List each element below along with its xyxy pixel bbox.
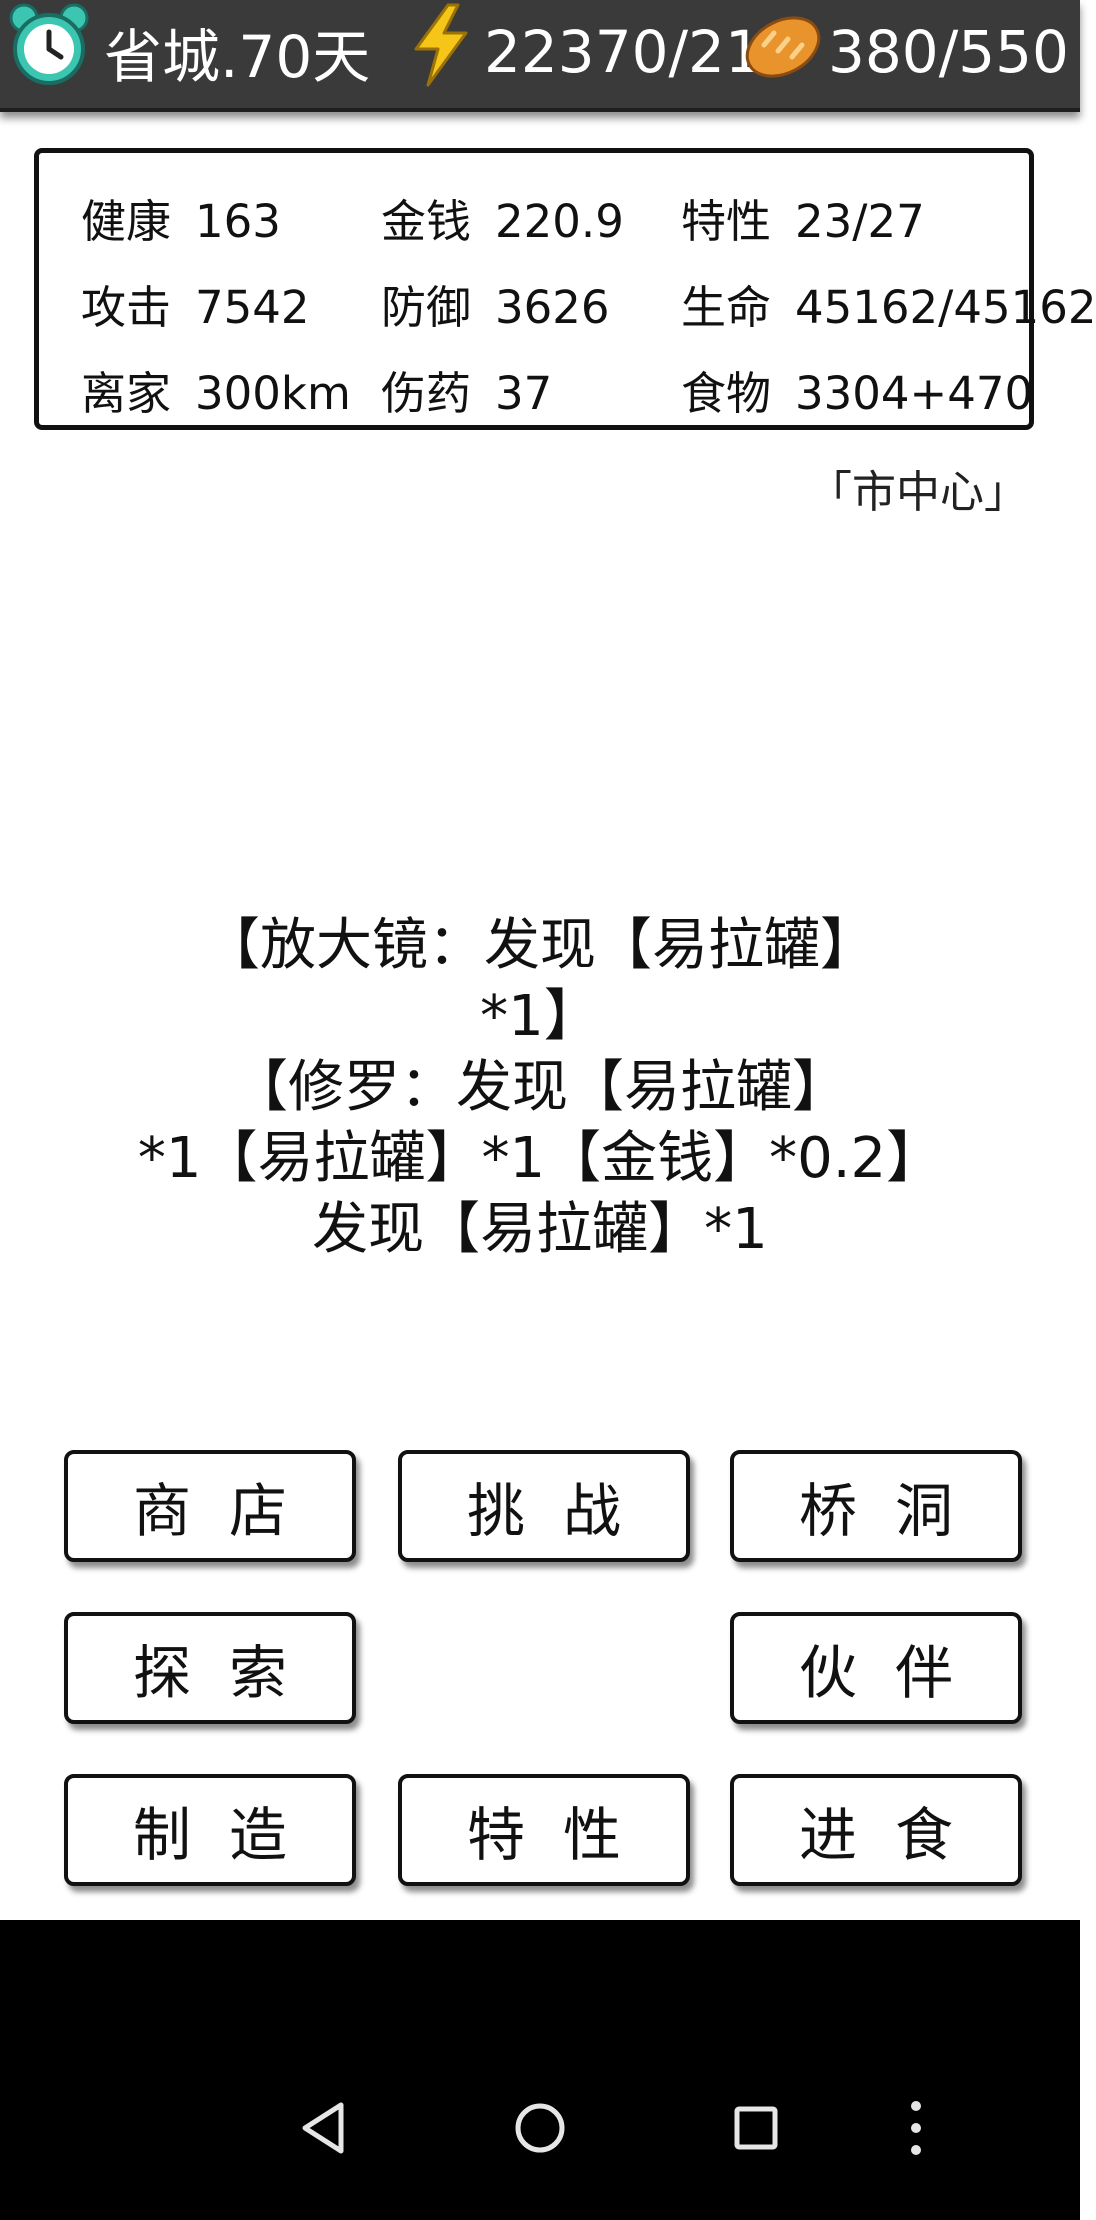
traits-button[interactable]: 特性 — [398, 1774, 690, 1886]
stat-label: 特性 — [681, 195, 772, 248]
log-line: 【放大镜：发现【易拉罐】 — [204, 913, 876, 978]
bread-icon — [740, 5, 826, 99]
stat-value: 45162/45162 — [795, 281, 1096, 334]
current-location: 「市中心」 — [808, 467, 1028, 518]
stat-label: 攻击 — [81, 281, 172, 334]
day-location-segment: 省城.70天 — [6, 0, 370, 104]
stat-health: 健康 163 — [81, 185, 281, 250]
stat-life: 生命 45162/45162 — [681, 271, 1096, 336]
stat-distance-home: 离家 300km — [81, 357, 351, 422]
eat-button[interactable]: 进食 — [730, 1774, 1022, 1886]
log-line: *1】 — [480, 984, 600, 1049]
home-icon[interactable] — [512, 2100, 568, 2160]
stat-value: 3626 — [495, 281, 610, 334]
partner-button[interactable]: 伙伴 — [730, 1612, 1022, 1724]
energy-segment: 22370/21 — [408, 0, 762, 104]
status-bar: 省城.70天 22370/21 380/550 — [0, 0, 1080, 112]
stat-defense: 防御 3626 — [381, 271, 610, 336]
stat-traits: 特性 23/27 — [681, 185, 925, 250]
stat-food: 食物 3304+470 — [681, 357, 1033, 422]
stat-value: 23/27 — [795, 195, 925, 248]
lightning-icon — [408, 3, 474, 101]
stat-label: 生命 — [681, 281, 772, 334]
shop-button[interactable]: 商店 — [64, 1450, 356, 1562]
stats-panel: 健康 163 金钱 220.9 特性 23/27 攻击 7542 防御 3626 生命 45… — [34, 148, 1096, 430]
stat-label: 健康 — [81, 195, 172, 248]
stat-label: 伤药 — [381, 367, 472, 420]
bridge-hole-button[interactable]: 桥洞 — [730, 1450, 1022, 1562]
challenge-button[interactable]: 挑战 — [398, 1450, 690, 1562]
stat-value: 163 — [195, 195, 281, 248]
stat-value: 300km — [195, 367, 351, 420]
stat-money: 金钱 220.9 — [381, 185, 624, 250]
craft-button[interactable]: 制造 — [64, 1774, 356, 1886]
food-text: 380/550 — [828, 18, 1069, 86]
stat-label: 离家 — [81, 367, 172, 420]
navigation-bar — [0, 1920, 1080, 2220]
stat-value: 37 — [495, 367, 553, 420]
more-icon[interactable] — [906, 2098, 926, 2162]
stat-value: 7542 — [195, 281, 310, 334]
recents-icon[interactable] — [732, 2104, 780, 2156]
explore-button[interactable]: 探索 — [64, 1612, 356, 1724]
energy-text: 22370/21 — [484, 18, 762, 86]
stat-value: 3304+470 — [795, 367, 1034, 420]
stat-label: 金钱 — [381, 195, 472, 248]
event-log: 【放大镜：发现【易拉罐】 *1】 【修罗：发现【易拉罐】 *1【易拉罐】*1【金… — [60, 910, 1020, 1265]
stat-attack: 攻击 7542 — [81, 271, 310, 336]
stat-value: 220.9 — [495, 195, 624, 248]
alarm-clock-icon — [6, 2, 92, 102]
stat-label: 食物 — [681, 367, 772, 420]
log-line: 发现【易拉罐】*1 — [312, 1197, 768, 1262]
back-icon[interactable] — [299, 2101, 349, 2159]
food-segment: 380/550 — [740, 0, 1069, 104]
stat-label: 防御 — [381, 281, 472, 334]
stat-medicine: 伤药 37 — [381, 357, 552, 422]
day-location-text: 省城.70天 — [104, 23, 371, 91]
log-line: *1【易拉罐】*1【金钱】*0.2】 — [137, 1126, 943, 1191]
log-line: 【修罗：发现【易拉罐】 — [232, 1055, 848, 1120]
